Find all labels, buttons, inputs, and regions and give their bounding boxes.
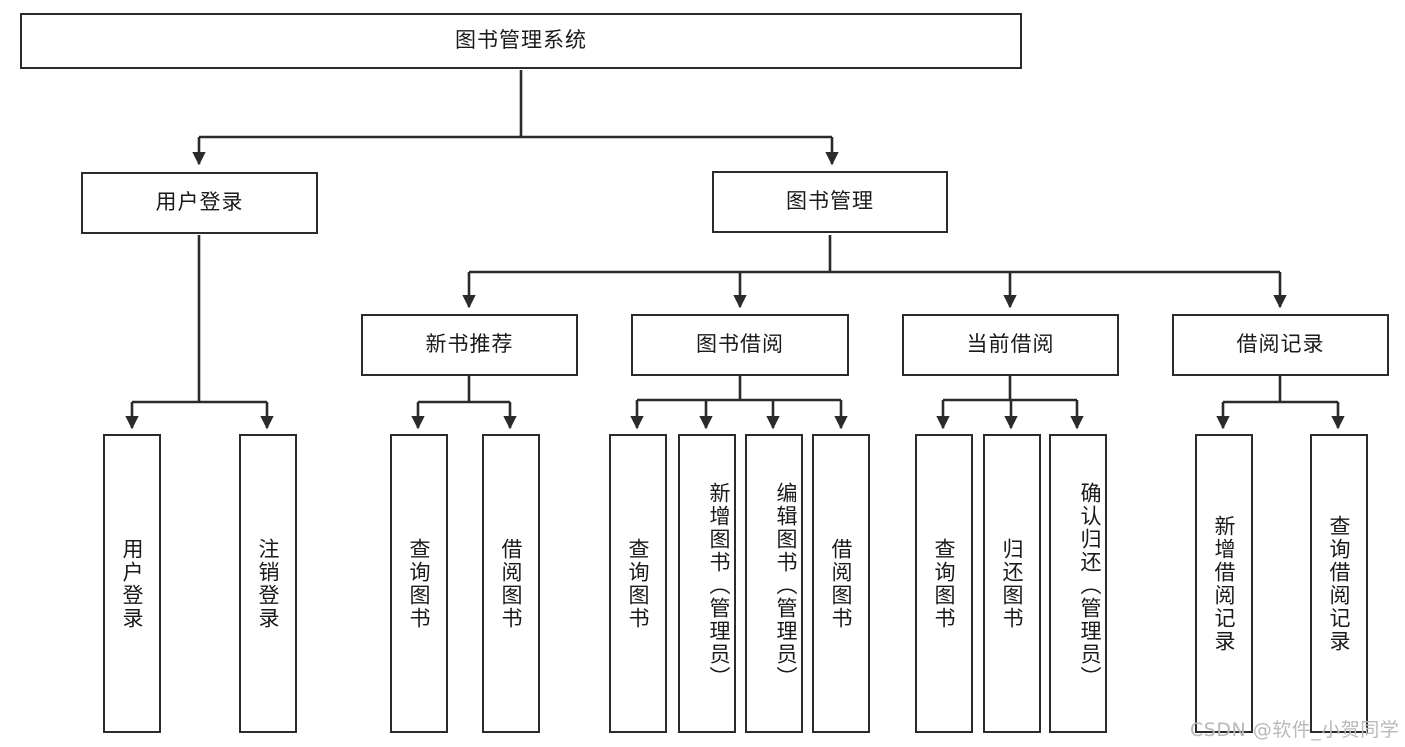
node-current-borrow-label: 当前借阅 bbox=[966, 332, 1055, 357]
leaf-borrow-records-query-label: 查询借阅记录 bbox=[1327, 514, 1351, 653]
leaf-new-book-query[interactable]: 查询图书 bbox=[390, 434, 448, 733]
leaf-current-borrow-confirm[interactable]: 确认归还（管理员） bbox=[1049, 434, 1107, 733]
node-new-book-recommend[interactable]: 新书推荐 bbox=[361, 314, 578, 376]
leaf-new-book-borrow[interactable]: 借阅图书 bbox=[482, 434, 540, 733]
leaf-current-borrow-query-label: 查询图书 bbox=[932, 537, 956, 630]
node-user-login-label: 用户登录 bbox=[155, 190, 244, 215]
leaf-current-borrow-return-label: 归还图书 bbox=[1000, 537, 1024, 630]
leaf-book-borrow-query[interactable]: 查询图书 bbox=[609, 434, 667, 733]
node-borrow-records[interactable]: 借阅记录 bbox=[1172, 314, 1389, 376]
leaf-book-borrow-add[interactable]: 新增图书（管理员） bbox=[678, 434, 736, 733]
leaf-user-login-logout-label: 注销登录 bbox=[256, 537, 280, 630]
leaf-current-borrow-query[interactable]: 查询图书 bbox=[915, 434, 973, 733]
node-root-label: 图书管理系统 bbox=[455, 28, 587, 53]
leaf-new-book-borrow-label: 借阅图书 bbox=[499, 537, 523, 630]
leaf-book-borrow-add-label: 新增图书（管理员） bbox=[707, 482, 731, 689]
leaf-borrow-records-add[interactable]: 新增借阅记录 bbox=[1195, 434, 1253, 733]
csdn-watermark: CSDN @软件_小贺同学 bbox=[1190, 719, 1400, 741]
node-current-borrow[interactable]: 当前借阅 bbox=[902, 314, 1119, 376]
leaf-current-borrow-return[interactable]: 归还图书 bbox=[983, 434, 1041, 733]
leaf-current-borrow-confirm-label: 确认归还（管理员） bbox=[1078, 482, 1102, 689]
node-user-login[interactable]: 用户登录 bbox=[81, 172, 318, 234]
leaf-book-borrow-edit[interactable]: 编辑图书（管理员） bbox=[745, 434, 803, 733]
leaf-book-borrow-edit-label: 编辑图书（管理员） bbox=[774, 482, 798, 689]
leaf-book-borrow-borrow[interactable]: 借阅图书 bbox=[812, 434, 870, 733]
leaf-user-login-logout[interactable]: 注销登录 bbox=[239, 434, 297, 733]
leaf-book-borrow-query-label: 查询图书 bbox=[626, 537, 650, 630]
leaf-borrow-records-add-label: 新增借阅记录 bbox=[1212, 514, 1236, 653]
leaf-user-login-login[interactable]: 用户登录 bbox=[103, 434, 161, 733]
leaf-user-login-login-label: 用户登录 bbox=[120, 537, 144, 630]
node-borrow-records-label: 借阅记录 bbox=[1236, 332, 1325, 357]
node-book-management[interactable]: 图书管理 bbox=[712, 171, 948, 233]
node-book-borrow[interactable]: 图书借阅 bbox=[631, 314, 849, 376]
leaf-new-book-query-label: 查询图书 bbox=[407, 537, 431, 630]
leaf-borrow-records-query[interactable]: 查询借阅记录 bbox=[1310, 434, 1368, 733]
leaf-book-borrow-borrow-label: 借阅图书 bbox=[829, 537, 853, 630]
node-root[interactable]: 图书管理系统 bbox=[20, 13, 1022, 69]
node-book-borrow-label: 图书借阅 bbox=[696, 332, 784, 357]
node-book-management-label: 图书管理 bbox=[786, 189, 874, 214]
node-new-book-recommend-label: 新书推荐 bbox=[425, 332, 514, 357]
